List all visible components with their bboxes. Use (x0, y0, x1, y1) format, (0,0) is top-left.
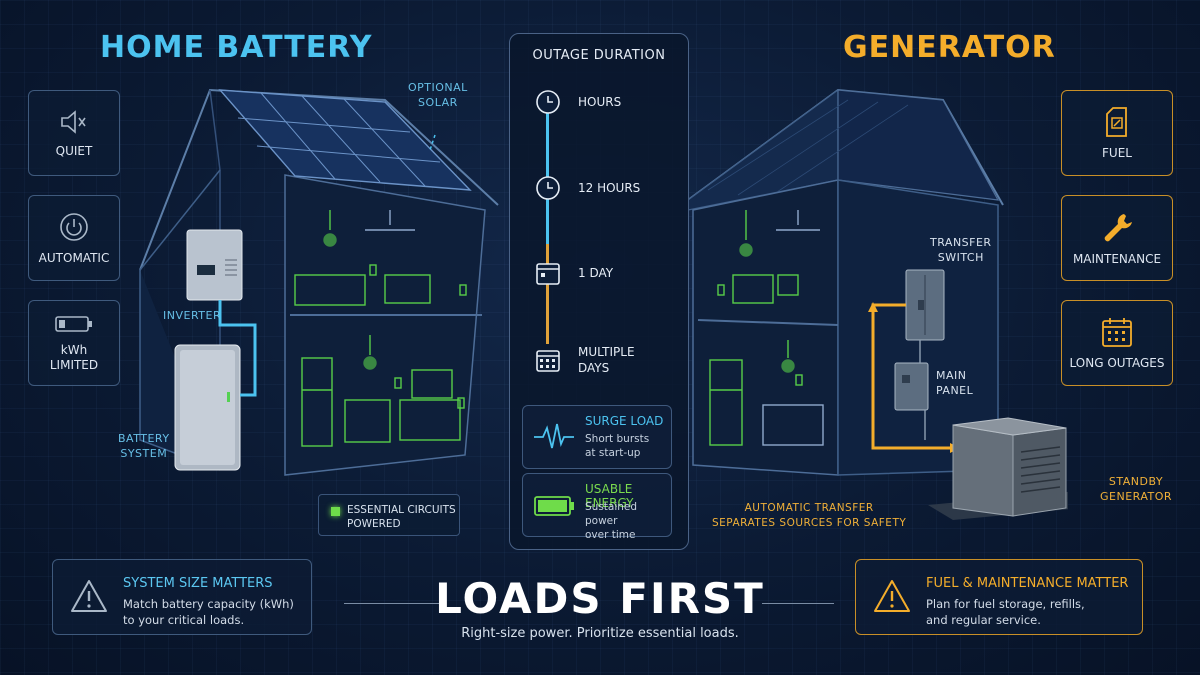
home-battery-title: HOME BATTERY (100, 30, 373, 65)
inverter-label: INVERTER (163, 309, 222, 322)
battery-icon (55, 316, 92, 332)
usable-energy-title: USABLE ENERGY (585, 482, 634, 510)
automatic-label: AUTOMATIC (38, 251, 110, 265)
timeline-item-12-hours: 12 HOURS (534, 174, 640, 202)
warning-icon (71, 580, 107, 612)
generator-title: GENERATOR (843, 30, 1056, 65)
system-size-text: Match battery capacity (kWh) to your cri… (123, 597, 294, 627)
quiet-card: QUIET (28, 90, 120, 176)
calendar-icon (536, 350, 560, 372)
essential-circuits-legend: ESSENTIAL CIRCUITS POWERED (318, 494, 460, 536)
long-outages-card: LONG OUTAGES (1061, 300, 1173, 386)
inverter-unit (186, 229, 243, 301)
quiet-label: QUIET (55, 144, 93, 158)
calendar-icon (1102, 318, 1132, 347)
standby-generator-label: STANDBY GENERATOR (1100, 475, 1173, 503)
long-outages-label: LONG OUTAGES (1069, 356, 1165, 370)
system-size-title: SYSTEM SIZE MATTERS (123, 576, 273, 591)
calendar-day-icon (536, 263, 560, 285)
surge-load-text: Short bursts at start-up (585, 433, 650, 459)
fuel-card: FUEL (1061, 90, 1173, 176)
surge-load-card: SURGE LOAD Short bursts at start-up (522, 405, 672, 469)
power-icon (60, 213, 88, 241)
clock-icon (536, 176, 560, 200)
maintenance-label: MAINTENANCE (1072, 252, 1162, 266)
generator-house (688, 88, 1068, 520)
system-size-card: SYSTEM SIZE MATTERS Match battery capaci… (52, 559, 312, 635)
timeline-line (546, 104, 549, 344)
timeline-item-multiple-days: MULTIPLE DAYS (534, 344, 635, 376)
maintenance-card: MAINTENANCE (1061, 195, 1173, 281)
usable-energy-card: USABLE ENERGY Sustained power over time (522, 473, 672, 541)
fuel-can-icon (1106, 107, 1127, 137)
wrench-icon (1104, 214, 1132, 242)
pulse-wave-icon (534, 423, 574, 449)
loads-first-subtitle: Right-size power. Prioritize essential l… (461, 626, 739, 641)
standby-generator-unit (928, 417, 1068, 520)
loads-first-title: LOADS FIRST (435, 574, 765, 623)
home-battery-house (139, 88, 499, 476)
surge-load-title: SURGE LOAD (585, 414, 664, 428)
timeline-item-hours: HOURS (534, 88, 621, 116)
usable-energy-text: Sustained power over time (585, 501, 638, 541)
battery-unit (174, 344, 241, 471)
speaker-mute-icon (61, 110, 86, 134)
solar-panel (218, 89, 472, 191)
fuel-maintenance-title: FUEL & MAINTENANCE MATTER (926, 576, 1129, 591)
transfer-switch-unit (905, 269, 945, 341)
transfer-switch-label: TRANSFER SWITCH (930, 236, 992, 264)
kwh-limited-card: kWh LIMITED (28, 300, 120, 386)
legend-text: ESSENTIAL CIRCUITS POWERED (347, 504, 456, 530)
battery-full-icon (534, 496, 574, 516)
clock-icon (536, 90, 560, 114)
fuel-maintenance-card: FUEL & MAINTENANCE MATTER Plan for fuel … (855, 559, 1143, 635)
battery-system-label: BATTERY SYSTEM (118, 432, 170, 460)
outage-duration-title: OUTAGE DURATION (532, 48, 666, 63)
kwh-limited-label: kWh LIMITED (49, 343, 99, 372)
warning-icon (874, 580, 910, 612)
fuel-maintenance-text: Plan for fuel storage, refills, and regu… (926, 597, 1085, 627)
divider-right (762, 603, 834, 604)
fuel-label: FUEL (1102, 146, 1132, 160)
main-panel-unit (894, 362, 929, 411)
divider-left (344, 603, 439, 604)
green-square-icon (331, 507, 340, 516)
automatic-card: AUTOMATIC (28, 195, 120, 281)
timeline-item-1-day: 1 DAY (534, 259, 613, 287)
automatic-transfer-label: AUTOMATIC TRANSFER SEPARATES SOURCES FOR… (712, 502, 907, 529)
solar-label: OPTIONAL SOLAR (408, 81, 468, 109)
main-panel-label: MAIN PANEL (936, 369, 974, 397)
